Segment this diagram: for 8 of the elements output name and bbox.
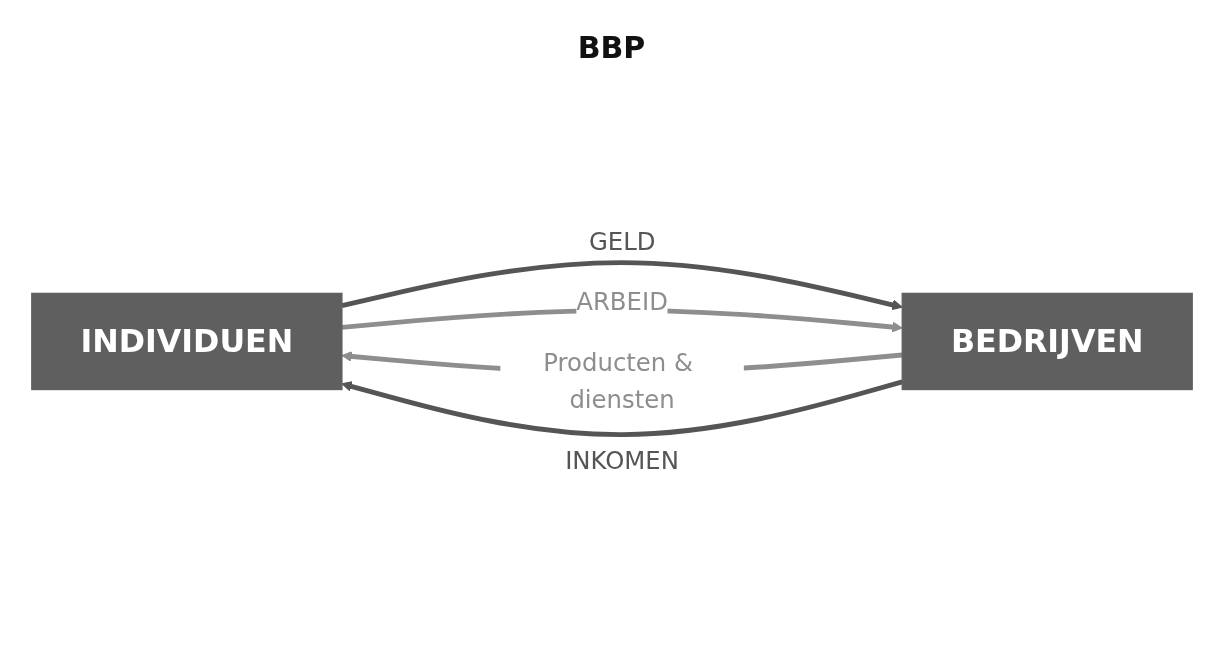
node-box: INDIVIDUEN xyxy=(30,293,343,391)
edge-label: GELD xyxy=(588,226,656,257)
center-label: BBP xyxy=(577,30,646,65)
edge-label: Producten & diensten xyxy=(542,348,693,415)
edge-label: INKOMEN xyxy=(564,445,679,476)
node-box: BEDRIJVEN xyxy=(901,293,1193,391)
arrow xyxy=(340,380,903,438)
edge-label: ARBEID xyxy=(575,287,668,317)
